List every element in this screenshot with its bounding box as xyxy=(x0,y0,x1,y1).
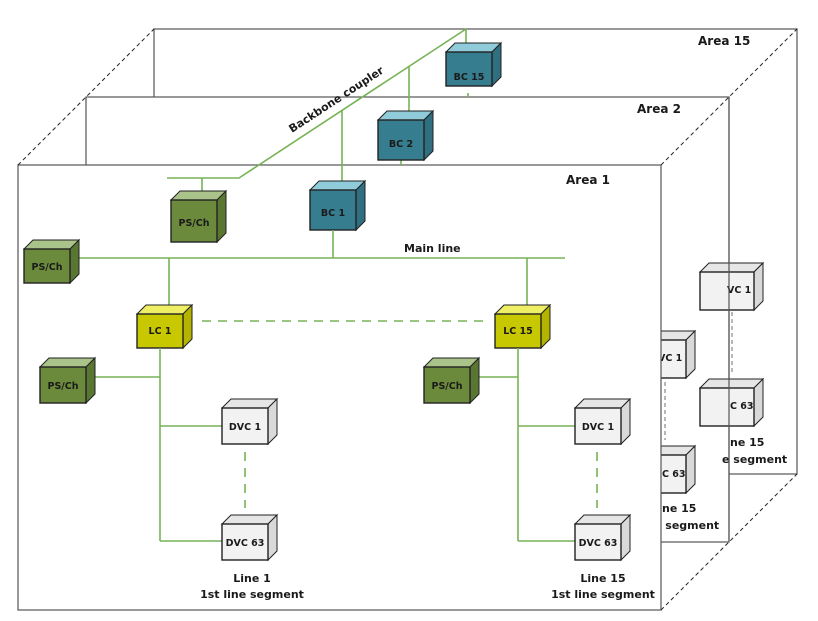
cube-side-face xyxy=(423,109,434,162)
line-coupler-15: LC 15 xyxy=(493,303,552,350)
area-2-line-subtitle: e segment xyxy=(654,519,719,532)
line-1-subtitle: 1st line segment xyxy=(200,588,304,601)
device-label: C 63 xyxy=(730,401,754,412)
area-2-label: Area 2 xyxy=(637,102,681,116)
device-cube xyxy=(698,261,765,312)
cube-front-face xyxy=(445,51,493,87)
area-1-frame xyxy=(17,164,662,611)
backbone-power-supply: PS/Ch xyxy=(169,189,228,244)
line-coupler-1: LC 1 xyxy=(135,303,194,350)
power-supply-cube xyxy=(422,356,481,405)
area-15-line-subtitle: e segment xyxy=(722,453,787,466)
line-1-title: Line 1 xyxy=(233,572,271,585)
cube-front-face xyxy=(23,248,71,284)
device-label: DVC 1 xyxy=(582,422,614,433)
coupler-cube xyxy=(308,179,367,232)
coupler-cube xyxy=(444,41,503,88)
line-coupler-label: LC 1 xyxy=(149,326,172,337)
line-coupler-label: LC 15 xyxy=(503,326,533,337)
coupler-label: BC 15 xyxy=(454,72,485,83)
power-supply-label: PS/Ch xyxy=(431,381,462,392)
cube-front-face xyxy=(574,523,622,561)
line-15: PS/Ch DVC 1 DVC 63 Line 15 1st line segm… xyxy=(422,348,655,601)
main-line-power-supply: PS/Ch xyxy=(22,238,81,285)
line-15-subtitle: 1st line segment xyxy=(551,588,655,601)
device-label: C 63 xyxy=(662,469,686,480)
cube-side-face xyxy=(753,261,764,312)
device-label: DVC 1 xyxy=(229,422,261,433)
power-supply-cube xyxy=(169,189,228,244)
cube-side-face xyxy=(753,377,764,428)
power-supply-label: PS/Ch xyxy=(31,262,62,273)
cube-front-face xyxy=(221,523,269,561)
cube-front-face xyxy=(170,199,218,243)
cube-front-face xyxy=(377,119,425,161)
area-15-line-15: VC 1 C 63 ne 15 e segment xyxy=(698,261,787,466)
cube-front-face xyxy=(221,407,269,445)
backbone-coupler-1: BC 1 xyxy=(308,179,367,232)
cube-front-face xyxy=(39,366,87,404)
cube-side-face xyxy=(685,329,696,380)
backbone-line xyxy=(167,28,469,200)
device-cube xyxy=(698,377,765,428)
cube-front-face xyxy=(136,313,184,349)
cube-side-face xyxy=(216,189,227,244)
power-supply-label: PS/Ch xyxy=(178,218,209,229)
coupler-label: BC 1 xyxy=(321,208,345,219)
cube-front-face xyxy=(423,366,471,404)
coupler-cube xyxy=(376,109,435,162)
area-2-line-title: ne 15 xyxy=(662,502,696,515)
line-1: PS/Ch DVC 1 DVC 63 Line 1 1st line segme… xyxy=(38,348,304,601)
cube-front-face xyxy=(699,387,755,427)
power-supply-cube xyxy=(38,356,97,405)
area-15-label: Area 15 xyxy=(698,34,750,48)
device-label: DVC 63 xyxy=(226,538,265,549)
device-cube xyxy=(573,397,632,446)
cube-front-face xyxy=(699,271,755,311)
area-1-label: Area 1 xyxy=(566,173,610,187)
device-label: DVC 63 xyxy=(579,538,618,549)
device-cube xyxy=(220,397,279,446)
coupler-label: BC 2 xyxy=(389,139,413,150)
power-supply-cube xyxy=(22,238,81,285)
area-15-line-title: ne 15 xyxy=(730,436,764,449)
line-15-title: Line 15 xyxy=(580,572,625,585)
device-label: VC 1 xyxy=(727,285,751,296)
backbone-coupler-15: BC 15 xyxy=(444,41,503,88)
main-line-label: Main line xyxy=(404,242,461,255)
cube-front-face xyxy=(574,407,622,445)
device-cube xyxy=(220,513,279,562)
device-cube xyxy=(573,513,632,562)
line-coupler-cube xyxy=(135,303,194,350)
backbone-coupler-2: BC 2 xyxy=(376,109,435,162)
device-label: VC 1 xyxy=(658,353,682,364)
cube-side-face xyxy=(355,179,366,232)
cube-side-face xyxy=(685,444,696,495)
main-line xyxy=(78,230,565,322)
power-supply-label: PS/Ch xyxy=(47,381,78,392)
